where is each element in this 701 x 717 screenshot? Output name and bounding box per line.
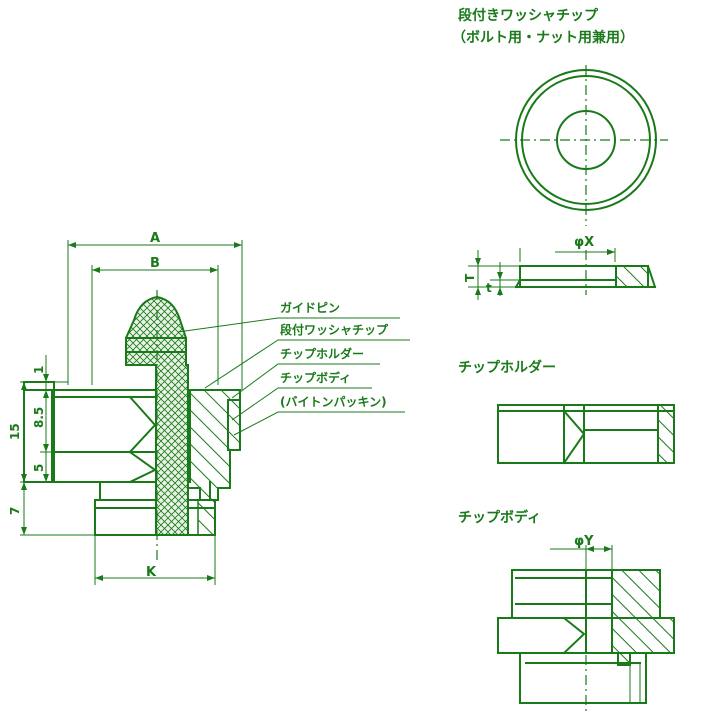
dim-1: 1 [32,366,46,374]
callout-packing: (バイトンパッキン) [280,395,387,409]
tip-body-view [497,545,675,713]
dim-phi-x: φX [574,235,594,250]
dim-7: 7 [8,507,22,515]
callout-washer-tip: 段付ワッシャチップ [280,322,389,337]
tip-holder-view [497,404,675,465]
dim-a: A [150,231,160,246]
washer-section-view [468,248,657,300]
dim-b: B [150,256,160,271]
washer-top-view [500,65,668,226]
dim-t-lower: t [486,281,492,295]
title-tip-body: チップボディ [458,509,541,526]
dim-k: K [146,565,157,580]
title-washer-tip-sub: （ボルト用・ナット用兼用） [452,29,634,46]
title-washer-tip: 段付きワッシャチップ [458,7,599,24]
dim-8-5: 8.5 [32,407,46,428]
dim-5: 5 [32,464,46,472]
callout-tip-body: チップボディ [280,370,351,385]
dim-t-upper: T [463,273,477,282]
assembly-view [20,240,410,585]
title-tip-holder: チップホルダー [458,359,556,376]
dim-15: 15 [8,423,22,440]
dim-phi-y: φY [574,534,594,549]
callout-tip-holder: チップホルダー [280,346,364,361]
callout-guide-pin: ガイドピン [280,300,340,315]
